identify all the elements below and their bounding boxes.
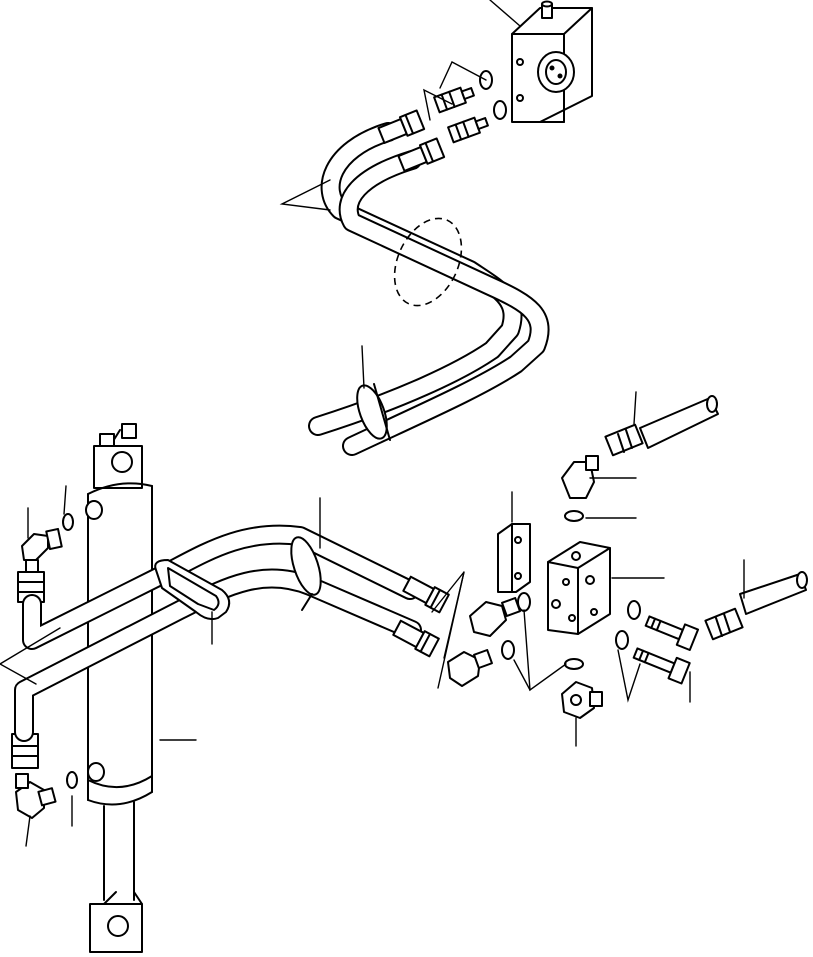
top-leader-lines	[279, 0, 521, 389]
mounting-plate	[497, 523, 531, 593]
cylinder-hose-end-fittings	[392, 575, 450, 658]
valve-elbow-fittings	[447, 597, 521, 687]
distribution-valve-block	[547, 541, 611, 635]
top-o-rings	[479, 70, 507, 120]
top-valve-block	[511, 0, 593, 123]
right-hoses	[604, 395, 808, 641]
lower-leader-lines	[0, 391, 745, 847]
mounting-bolts	[632, 615, 700, 685]
lower-elbow-fitting	[15, 771, 78, 819]
cylinder-hoses	[11, 524, 422, 769]
top-hose-assembly	[308, 109, 550, 456]
top-connectors	[433, 86, 489, 144]
dashed-clamp-ghost	[393, 217, 463, 307]
top-hose-clamp	[356, 383, 391, 441]
hydraulic-cylinder	[85, 423, 153, 953]
hose-loop-guide	[154, 536, 322, 621]
valve-bottom-elbow	[561, 681, 603, 719]
valve-washers	[501, 510, 641, 670]
cylinder-fittings	[15, 513, 78, 819]
upper-elbow-fitting	[21, 513, 74, 573]
valve-top-elbow	[561, 455, 599, 499]
